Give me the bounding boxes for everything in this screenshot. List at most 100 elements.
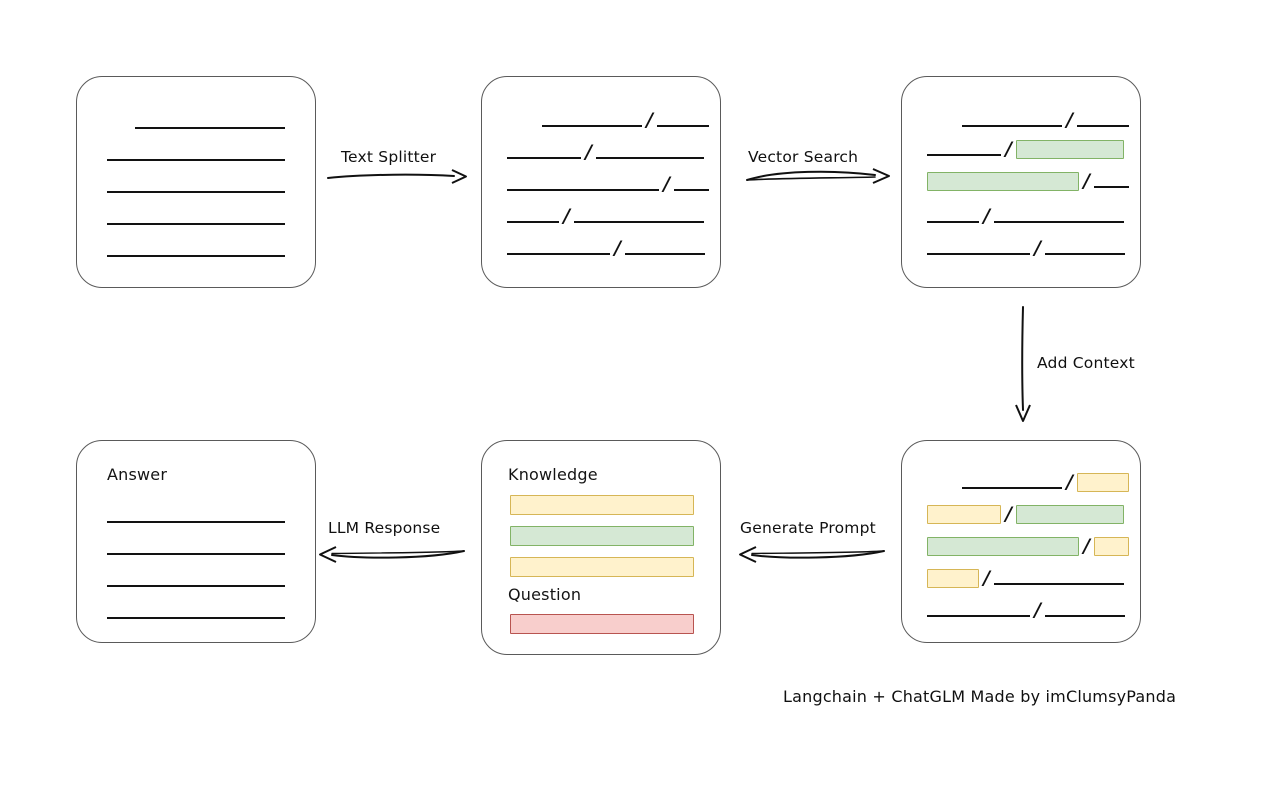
arrow-label-generate-prompt: Generate Prompt bbox=[740, 519, 876, 537]
arrow-add-context bbox=[1010, 305, 1038, 423]
rule-segment bbox=[107, 585, 285, 587]
rule-segment bbox=[624, 253, 705, 255]
rule-segment bbox=[107, 223, 285, 225]
box-label-answer: Answer bbox=[107, 465, 168, 484]
rule-segment bbox=[927, 154, 1001, 156]
rule-segment bbox=[993, 221, 1124, 223]
doc-line: / bbox=[507, 239, 705, 259]
rule-segment bbox=[542, 125, 642, 127]
rule-segment bbox=[1093, 186, 1129, 188]
section-heading-knowledge: Knowledge bbox=[508, 465, 598, 484]
rule-segment bbox=[107, 617, 285, 619]
slash-separator: / bbox=[1066, 109, 1073, 131]
doc-line: / bbox=[927, 172, 1129, 192]
slash-separator: / bbox=[983, 205, 990, 227]
rule-segment bbox=[107, 521, 285, 523]
slash-separator: / bbox=[1005, 503, 1012, 525]
chunk-chip-green[interactable] bbox=[927, 172, 1079, 191]
chunk-chip-yellow[interactable] bbox=[927, 505, 1001, 524]
doc-line: / bbox=[927, 207, 1124, 227]
rule-segment bbox=[962, 487, 1062, 489]
arrow-label-add-context: Add Context bbox=[1037, 354, 1135, 372]
doc-line bbox=[77, 113, 315, 133]
slash-separator: / bbox=[663, 173, 670, 195]
slash-separator: / bbox=[1083, 170, 1090, 192]
box-source-document[interactable] bbox=[76, 76, 316, 288]
doc-line: / bbox=[507, 111, 709, 131]
chunk-chip-yellow[interactable] bbox=[1093, 537, 1129, 556]
arrow-generate-prompt bbox=[736, 543, 886, 567]
knowledge-bar[interactable] bbox=[510, 526, 694, 546]
doc-line bbox=[77, 539, 315, 559]
rule-segment bbox=[673, 189, 709, 191]
knowledge-bar[interactable] bbox=[510, 495, 694, 515]
doc-line: / bbox=[507, 143, 704, 163]
slash-separator: / bbox=[1034, 599, 1041, 621]
rule-segment bbox=[573, 221, 704, 223]
doc-line bbox=[77, 241, 315, 261]
doc-line: / bbox=[927, 111, 1129, 131]
doc-line: / bbox=[927, 505, 1124, 525]
arrow-llm-response bbox=[318, 543, 466, 567]
slash-separator: / bbox=[1034, 237, 1041, 259]
box-matched-chunks[interactable]: / / / / / bbox=[901, 76, 1141, 288]
doc-line: / bbox=[927, 569, 1124, 589]
doc-line bbox=[77, 571, 315, 591]
rule-segment bbox=[1044, 615, 1125, 617]
knowledge-bar[interactable] bbox=[510, 557, 694, 577]
rule-segment bbox=[507, 253, 610, 255]
rule-segment bbox=[107, 255, 285, 257]
rule-segment bbox=[656, 125, 709, 127]
doc-line: / bbox=[927, 239, 1125, 259]
chunk-chip-green[interactable] bbox=[1015, 140, 1124, 159]
rule-segment bbox=[135, 127, 285, 129]
chunk-chip-green[interactable] bbox=[927, 537, 1079, 556]
rule-segment bbox=[595, 157, 704, 159]
arrow-vector-search bbox=[745, 164, 891, 188]
doc-line: / bbox=[927, 140, 1124, 160]
rule-segment bbox=[507, 189, 659, 191]
section-heading-question: Question bbox=[508, 585, 582, 604]
rule-segment bbox=[993, 583, 1124, 585]
slash-separator: / bbox=[585, 141, 592, 163]
doc-line bbox=[77, 145, 315, 165]
arrow-label-vector-search: Vector Search bbox=[748, 148, 859, 166]
slash-separator: / bbox=[1083, 535, 1090, 557]
box-context-chunks[interactable]: / / / / / bbox=[901, 440, 1141, 643]
rule-segment bbox=[927, 221, 979, 223]
box-split-chunks[interactable]: / / / / / bbox=[481, 76, 721, 288]
slash-separator: / bbox=[983, 567, 990, 589]
box-answer[interactable]: Answer bbox=[76, 440, 316, 643]
rule-segment bbox=[107, 159, 285, 161]
doc-line: / bbox=[927, 473, 1129, 493]
footer-caption: Langchain + ChatGLM Made by imClumsyPand… bbox=[783, 687, 1177, 706]
arrow-label-llm-response: LLM Response bbox=[328, 519, 441, 537]
slash-separator: / bbox=[1005, 138, 1012, 160]
doc-line: / bbox=[507, 175, 709, 195]
arrow-label-text-splitter: Text Splitter bbox=[341, 148, 437, 166]
slash-separator: / bbox=[1066, 471, 1073, 493]
doc-line: / bbox=[927, 537, 1129, 557]
slash-separator: / bbox=[563, 205, 570, 227]
chunk-chip-green[interactable] bbox=[1015, 505, 1124, 524]
rule-segment bbox=[107, 553, 285, 555]
box-prompt[interactable]: Knowledge Question bbox=[481, 440, 721, 655]
question-bar[interactable] bbox=[510, 614, 694, 634]
rule-segment bbox=[507, 157, 581, 159]
rule-segment bbox=[1044, 253, 1125, 255]
doc-line bbox=[77, 507, 315, 527]
slash-separator: / bbox=[614, 237, 621, 259]
rule-segment bbox=[107, 191, 285, 193]
doc-line: / bbox=[927, 601, 1125, 621]
chunk-chip-yellow[interactable] bbox=[1076, 473, 1129, 492]
rule-segment bbox=[507, 221, 559, 223]
rule-segment bbox=[927, 615, 1030, 617]
doc-line bbox=[77, 177, 315, 197]
rule-segment bbox=[962, 125, 1062, 127]
doc-line bbox=[77, 603, 315, 623]
slash-separator: / bbox=[646, 109, 653, 131]
rule-segment bbox=[927, 253, 1030, 255]
chunk-chip-yellow[interactable] bbox=[927, 569, 979, 588]
rule-segment bbox=[1076, 125, 1129, 127]
